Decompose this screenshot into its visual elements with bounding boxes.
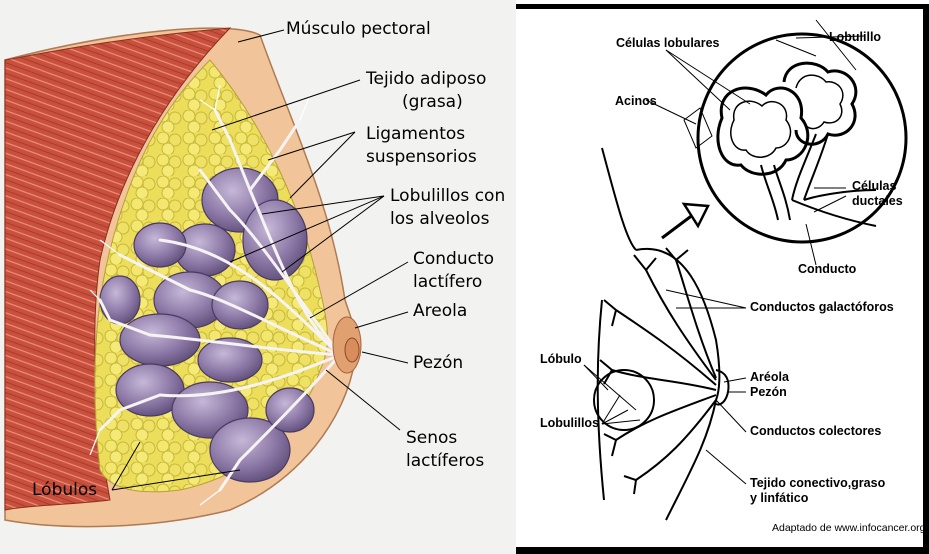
breast-line-diagram <box>516 0 929 554</box>
label-lobulillos-con: Lobulillos con <box>390 185 505 207</box>
label-lobulo: Lóbulo <box>540 352 582 367</box>
label-pezon: Pezón <box>750 385 787 400</box>
label-conducto: Conducto <box>413 248 494 270</box>
label-lactiferos: lactíferos <box>406 450 484 472</box>
label-ligamentos: Ligamentos <box>366 123 465 145</box>
label-conductos-colectores: Conductos colectores <box>750 424 881 439</box>
line-diagram-panel: Células lobulares Lobulillo Acinos Célul… <box>516 0 929 554</box>
label-lactifero: lactífero <box>413 271 482 293</box>
label-tejido-conectivo-2: y linfático <box>750 491 808 506</box>
label-tejido-adiposo: Tejido adiposo <box>366 68 486 90</box>
label-tejido-conectivo-1: Tejido conectivo,graso <box>750 476 885 491</box>
label-acinos: Acinos <box>615 94 657 109</box>
label-celulas-lobulares: Células lobulares <box>616 36 720 51</box>
label-lobulillo: Lobulillo <box>829 30 881 45</box>
label-grasa: (grasa) <box>402 91 463 113</box>
label-celulas-ductales-1: Células <box>852 179 896 194</box>
label-lobulillos: Lobulillos <box>540 416 599 431</box>
anatomy-illustration-panel: Músculo pectoral Tejido adiposo (grasa) … <box>0 0 516 554</box>
label-lobulos: Lóbulos <box>32 479 97 501</box>
label-conductos-galactoforos: Conductos galactóforos <box>750 300 894 315</box>
label-los-alveolos: los alveolos <box>390 208 489 230</box>
label-musculo-pectoral: Músculo pectoral <box>286 18 431 40</box>
label-pezon: Pezón <box>413 352 463 374</box>
label-suspensorios: suspensorios <box>366 146 477 168</box>
label-areola: Areola <box>413 300 467 322</box>
credit-text: Adaptado de www.infocancer.org <box>772 522 926 534</box>
label-senos: Senos <box>406 427 457 449</box>
label-conducto: Conducto <box>798 262 856 277</box>
label-areola: Aréola <box>750 370 789 385</box>
label-celulas-ductales-2: ductales <box>852 194 903 209</box>
